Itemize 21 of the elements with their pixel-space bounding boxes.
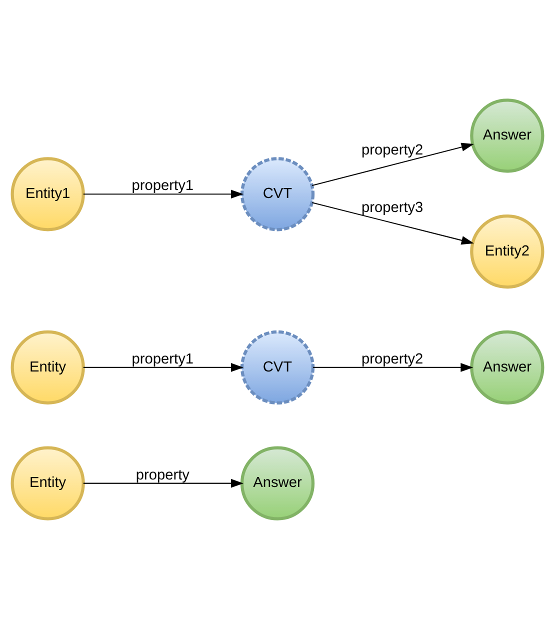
node-circle: Answer	[470, 330, 544, 404]
node-circle: Answer	[240, 446, 315, 520]
node-circle: Entity1	[10, 156, 85, 231]
node-circle: CVT	[240, 330, 315, 404]
node-circle: Entity	[10, 330, 85, 404]
node-circle: CVT	[240, 156, 315, 231]
edge-label: property	[136, 466, 190, 483]
node-circle: Entity	[10, 446, 85, 520]
edge-label: property1	[132, 178, 194, 194]
arrow	[83, 189, 244, 198]
arrow	[83, 478, 244, 488]
arrow	[83, 362, 244, 372]
edge-label: property2	[361, 142, 424, 158]
node-circle: Entity2	[470, 214, 544, 288]
node-circle: Answer	[470, 98, 544, 172]
arrow	[312, 202, 474, 244]
edge-label: property2	[361, 350, 424, 367]
arrow	[312, 142, 474, 186]
edge-label: property1	[132, 350, 194, 367]
edge-label: property3	[361, 200, 424, 216]
arrow	[313, 362, 474, 372]
